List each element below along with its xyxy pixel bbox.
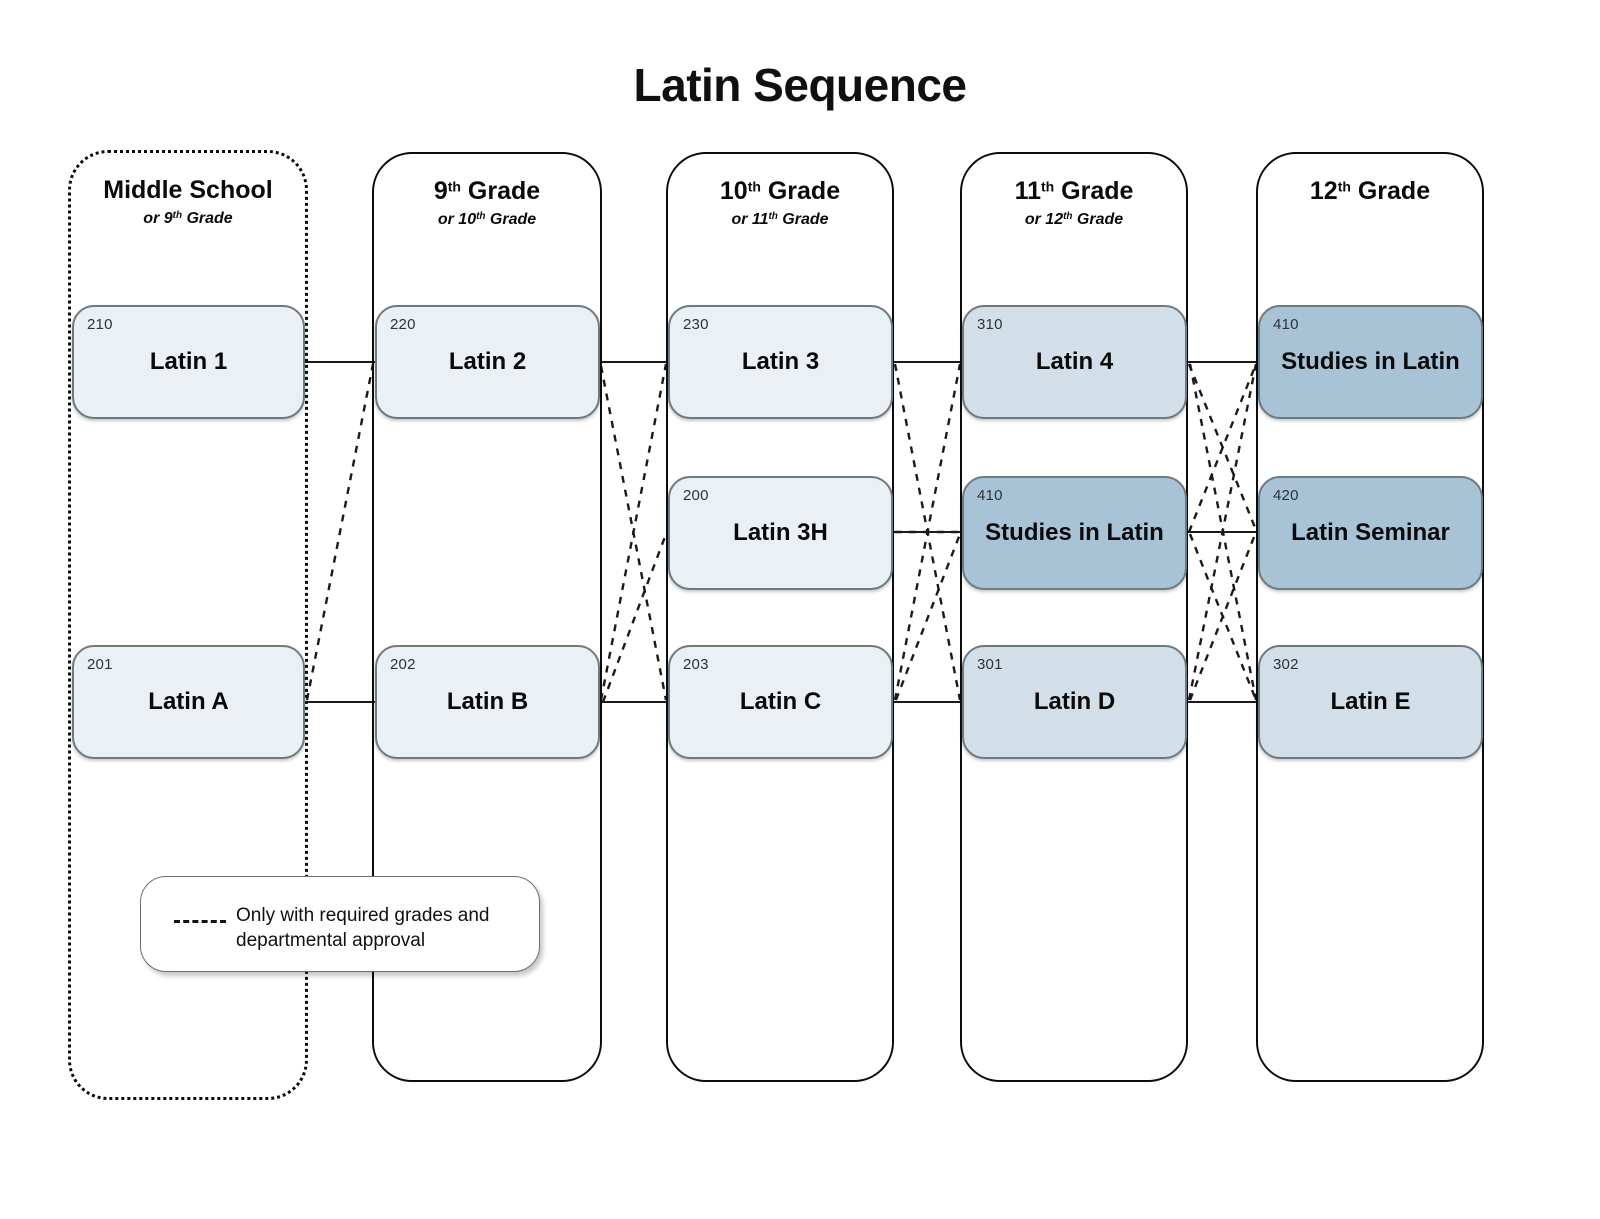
page-title: Latin Sequence — [633, 59, 967, 111]
course-card-latin-d[interactable]: 301 Latin D — [962, 645, 1187, 759]
course-number: 200 — [683, 487, 709, 504]
column-title: 10th Grade — [719, 177, 841, 205]
course-card-latin-b[interactable]: 202 Latin B — [375, 645, 600, 759]
course-name: Latin D — [1033, 688, 1116, 715]
course-name: Studies in Latin — [985, 519, 1164, 546]
column-middle-school: Middle School or 9th Grade — [68, 150, 308, 1100]
course-name: Latin 2 — [448, 348, 527, 375]
course-card-latin-3h[interactable]: 200 Latin 3H — [668, 476, 893, 590]
course-card-latin-seminar[interactable]: 420 Latin Seminar — [1258, 476, 1483, 590]
column-title: 9th Grade — [433, 177, 541, 205]
course-name: Latin B — [446, 688, 529, 715]
column-header: Middle School or 9th Grade — [71, 177, 305, 228]
course-name: Latin 3H — [733, 519, 828, 546]
course-card-latin-2[interactable]: 220 Latin 2 — [375, 305, 600, 419]
column-header: 10th Grade or 11th Grade — [668, 178, 892, 229]
legend-box: Only with required grades and department… — [140, 876, 540, 972]
dashed-connectors-1-2 — [305, 363, 375, 701]
column-grade-10: 10th Grade or 11th Grade — [666, 152, 894, 1082]
course-number: 230 — [683, 316, 709, 333]
course-number: 420 — [1273, 487, 1299, 504]
course-name: Latin Seminar — [1291, 519, 1450, 546]
course-card-latin-a[interactable]: 201 Latin A — [72, 645, 305, 759]
legend-label: Only with required grades and department… — [236, 905, 490, 952]
course-number: 410 — [977, 487, 1003, 504]
course-name: Latin 4 — [1035, 348, 1114, 375]
course-number: 201 — [87, 656, 113, 673]
course-number: 203 — [683, 656, 709, 673]
column-title: 12th Grade — [1309, 177, 1431, 205]
course-name: Latin 1 — [149, 348, 228, 375]
column-header: 12th Grade — [1258, 178, 1482, 211]
course-number: 220 — [390, 316, 416, 333]
column-header: 9th Grade or 10th Grade — [374, 178, 600, 229]
column-grade-12: 12th Grade — [1256, 152, 1484, 1082]
column-title: Middle School — [71, 177, 305, 203]
course-number: 210 — [87, 316, 113, 333]
course-number: 202 — [390, 656, 416, 673]
course-card-latin-3[interactable]: 230 Latin 3 — [668, 305, 893, 419]
column-grade-9: 9th Grade or 10th Grade — [372, 152, 602, 1082]
dashed-connectors-3-4 — [893, 363, 962, 701]
course-number: 310 — [977, 316, 1003, 333]
course-card-latin-4[interactable]: 310 Latin 4 — [962, 305, 1187, 419]
course-card-latin-e[interactable]: 302 Latin E — [1258, 645, 1483, 759]
column-title: 11th Grade — [1014, 177, 1134, 205]
column-subtitle: or 12th Grade — [1024, 211, 1124, 229]
column-title-text: Middle School — [103, 176, 273, 204]
column-subtitle: or 11th Grade — [731, 211, 829, 229]
course-name: Latin 3 — [741, 348, 820, 375]
column-subtitle: or 10th Grade — [437, 211, 537, 229]
course-number: 410 — [1273, 316, 1299, 333]
course-name: Latin E — [1330, 688, 1411, 715]
course-number: 302 — [1273, 656, 1299, 673]
course-card-studies-in-latin-11[interactable]: 410 Studies in Latin — [962, 476, 1187, 590]
course-card-latin-c[interactable]: 203 Latin C — [668, 645, 893, 759]
course-card-studies-in-latin-12[interactable]: 410 Studies in Latin — [1258, 305, 1483, 419]
column-grade-11: 11th Grade or 12th Grade — [960, 152, 1188, 1082]
column-header: 11th Grade or 12th Grade — [962, 178, 1186, 229]
dashed-line-sample-icon — [174, 920, 226, 923]
dashed-connectors-2-3 — [599, 363, 668, 703]
column-subtitle: or 9th Grade — [143, 210, 233, 228]
course-name: Studies in Latin — [1281, 348, 1460, 375]
course-card-latin-1[interactable]: 210 Latin 1 — [72, 305, 305, 419]
course-name: Latin C — [739, 688, 822, 715]
course-number: 301 — [977, 656, 1003, 673]
dashed-connectors-4-5 — [1187, 363, 1258, 701]
course-name: Latin A — [148, 688, 229, 715]
